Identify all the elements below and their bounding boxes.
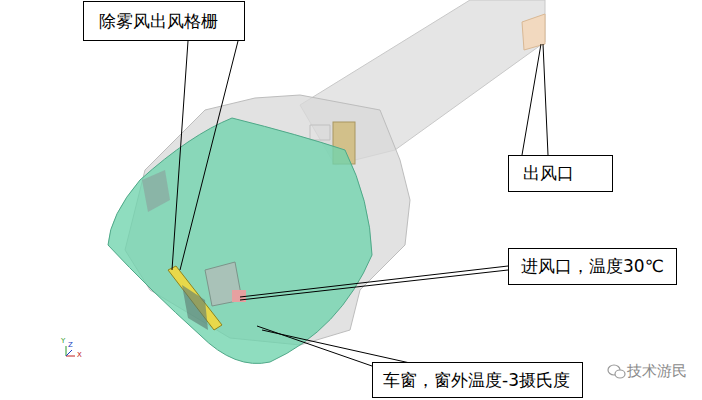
axis-letter: Y <box>61 337 65 345</box>
air-duct <box>300 0 545 165</box>
callout-box: 进风口，温度30℃ <box>508 248 677 285</box>
leader-line <box>240 270 508 300</box>
outlet-face <box>522 14 545 50</box>
leader-line <box>180 41 238 270</box>
leader-line <box>172 41 188 270</box>
axis-letter: X <box>77 351 82 359</box>
callout-box: 除雾风出风格栅 <box>83 1 245 41</box>
callout-text: 车窗，窗外温度-3摄氏度 <box>383 370 570 390</box>
leader-line <box>522 44 541 155</box>
leader-line <box>543 44 548 155</box>
leader-line <box>262 330 410 363</box>
callout-text: 除雾风出风格栅 <box>99 11 218 31</box>
leader-line <box>257 326 372 366</box>
watermark: 技术游民 <box>627 362 687 381</box>
callout-box: 车窗，窗外温度-3摄氏度 <box>372 362 583 398</box>
watermark-icon <box>608 365 625 378</box>
callout-text: 进风口，温度30℃ <box>521 256 664 276</box>
callout-box: 出风口 <box>508 155 613 192</box>
leader-line <box>240 266 508 297</box>
grille-shadow <box>182 285 208 330</box>
defrost-grille <box>168 266 222 330</box>
inlet-face <box>232 290 246 302</box>
callout-text: 出风口 <box>523 163 574 183</box>
leader-lines <box>172 41 548 366</box>
windshield <box>108 118 372 363</box>
housing-detail <box>310 125 330 140</box>
side-detail <box>142 170 170 212</box>
axis-letter: Z <box>68 341 73 349</box>
